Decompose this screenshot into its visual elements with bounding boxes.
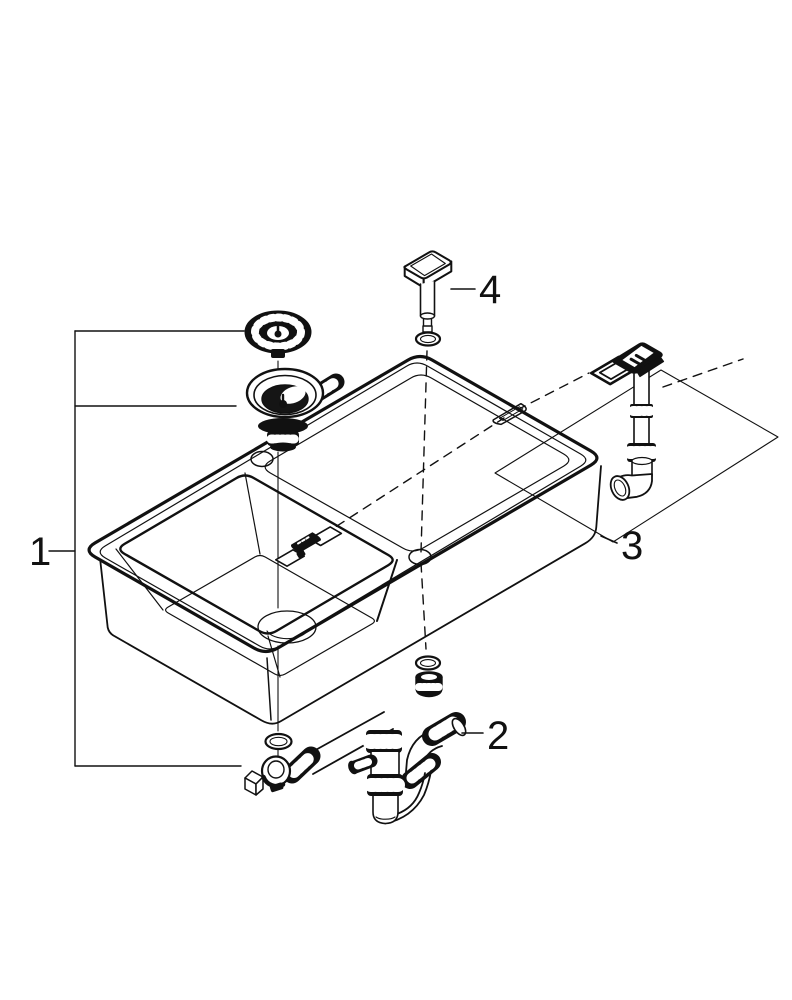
deck-nut — [415, 671, 443, 698]
sink-rim-inner — [99, 362, 587, 650]
callout-2-label: 2 — [487, 714, 509, 758]
callout-4-label: 4 — [479, 268, 501, 312]
knob-centerline — [420, 350, 428, 650]
bowl-wall-edge — [376, 559, 398, 622]
knob-oring — [414, 331, 442, 347]
overflow-clip-drawing — [275, 526, 343, 567]
drain-oring — [264, 732, 293, 751]
bowl-drain-recess-inner — [266, 630, 308, 640]
overflow-slot — [492, 402, 527, 426]
leader-part-3 — [600, 535, 618, 544]
strainer-body-drawing — [245, 367, 345, 452]
bowl-drain-recess — [257, 610, 317, 644]
mounting-plane-outline — [494, 369, 779, 543]
callout-3-label: 3 — [621, 524, 643, 568]
bowl-wall-edge — [115, 548, 164, 611]
overflow-assembly-drawing — [589, 342, 665, 501]
sink-underbody-corner-edge — [266, 657, 272, 721]
bracket-part-1 — [48, 330, 245, 767]
bowl-opening — [119, 474, 394, 635]
overflow-cover — [611, 342, 665, 378]
remote-knob-drawing — [403, 250, 453, 333]
strainer-basket-drawing — [244, 310, 312, 358]
tap-hole — [250, 450, 274, 468]
remote-knob-hole — [408, 548, 432, 566]
callout-1-label: 1 — [29, 530, 51, 574]
deck-oring — [414, 655, 442, 671]
sink-rim-outer — [87, 354, 599, 654]
sink-underbody — [99, 465, 602, 725]
bowl-floor — [165, 554, 375, 677]
drain-outlet-fitting — [244, 755, 292, 796]
trap-assembly-drawing — [244, 711, 467, 825]
bowl-wall-edge — [244, 472, 261, 555]
drainboard-outline — [264, 374, 570, 552]
sink-drawing — [87, 354, 602, 725]
overflow-centerline — [322, 358, 744, 536]
